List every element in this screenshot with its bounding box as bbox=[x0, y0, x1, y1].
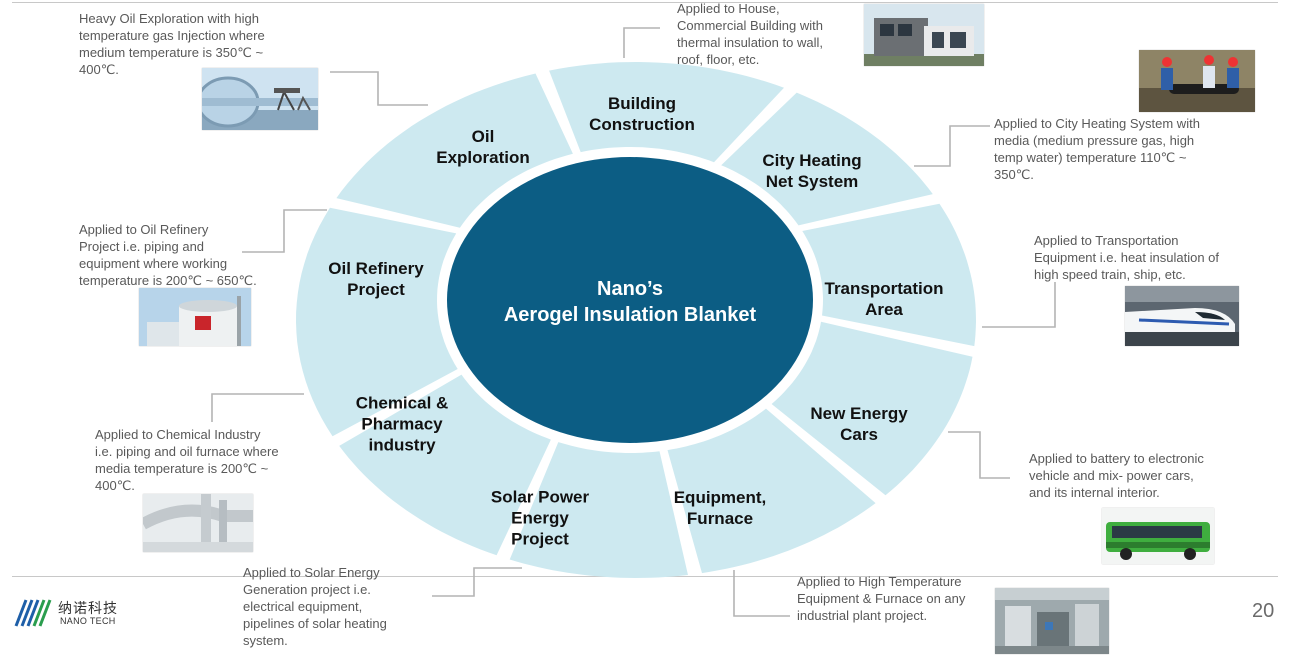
high-speed-train-photo bbox=[1125, 286, 1239, 346]
ring-segment-equipment-furnace bbox=[667, 408, 876, 574]
description-solar-power: Applied to Solar Energy Generation proje… bbox=[243, 565, 387, 648]
ring-segment-transportation bbox=[802, 203, 976, 347]
connector-solar-power bbox=[432, 567, 522, 597]
description-city-heating: Applied to City Heating System with medi… bbox=[994, 116, 1200, 182]
city-heating-workers-photo bbox=[1139, 50, 1255, 112]
connector-chemical-pharmacy bbox=[211, 393, 304, 422]
description-oil-exploration: Heavy Oil Exploration with high temperat… bbox=[79, 11, 265, 77]
segment-label-solar-power: Solar Power Energy Project bbox=[490, 487, 590, 549]
segment-label-building-construction: Building Construction bbox=[589, 94, 695, 134]
connector-oil-exploration bbox=[330, 71, 428, 106]
ring-segment-new-energy-cars bbox=[771, 321, 973, 496]
company-logo: 纳诺科技 NANO TECH bbox=[14, 596, 164, 632]
top-divider-line bbox=[12, 2, 1278, 3]
ring-segment-oil-exploration bbox=[336, 73, 573, 228]
ring-segment-city-heating bbox=[721, 92, 933, 226]
segment-label-oil-exploration: Oil Exploration bbox=[436, 127, 530, 167]
description-transportation: Applied to Transportation Equipment i.e.… bbox=[1034, 233, 1220, 282]
segment-label-oil-refinery: Oil Refinery Project bbox=[328, 259, 424, 299]
logo-english-name: NANO TECH bbox=[60, 616, 116, 626]
outer-ring bbox=[296, 62, 976, 578]
ring-segment-solar-power bbox=[509, 442, 688, 578]
description-building-construction: Applied to House, Commercial Building wi… bbox=[677, 1, 823, 67]
connector-new-energy-cars bbox=[948, 431, 1010, 479]
segment-label-city-heating: City Heating Net System bbox=[762, 151, 862, 191]
nano-tech-logo-icon bbox=[14, 599, 52, 627]
modern-building-photo bbox=[864, 4, 984, 66]
segment-label-equipment-furnace: Equipment, Furnace bbox=[673, 488, 767, 528]
connector-transportation bbox=[982, 282, 1056, 328]
connector-lines bbox=[211, 27, 1056, 617]
chemical-pipes-photo bbox=[143, 494, 253, 552]
segment-label-transportation: Transportation Area bbox=[824, 279, 944, 319]
page-number: 20 bbox=[1252, 600, 1275, 622]
connector-city-heating bbox=[914, 125, 990, 167]
electric-bus-photo bbox=[1102, 508, 1214, 564]
description-oil-refinery: Applied to Oil Refinery Project i.e. pip… bbox=[79, 222, 257, 288]
description-chemical-pharmacy: Applied to Chemical Industry i.e. piping… bbox=[95, 427, 279, 493]
connector-oil-refinery bbox=[242, 209, 327, 253]
ring-segment-oil-refinery bbox=[296, 207, 458, 437]
refinery-tanks-photo bbox=[139, 288, 251, 346]
description-equipment-furnace: Applied to High Temperature Equipment & … bbox=[797, 574, 966, 623]
industrial-furnace-photo bbox=[995, 588, 1109, 654]
description-new-energy-cars: Applied to battery to electronic vehicle… bbox=[1029, 451, 1204, 500]
connector-building-construction bbox=[623, 27, 660, 58]
segment-label-new-energy-cars: New Energy Cars bbox=[810, 404, 908, 444]
ring-segment-building-construction bbox=[549, 62, 784, 163]
center-hub bbox=[447, 157, 813, 443]
center-title: Nano’s Aerogel Insulation Blanket bbox=[503, 278, 757, 326]
ring-segment-chemical-pharmacy bbox=[339, 374, 551, 556]
oil-pipeline-photo bbox=[202, 68, 318, 130]
logo-chinese-name: 纳诺科技 bbox=[58, 600, 118, 616]
connector-equipment-furnace bbox=[733, 570, 790, 617]
segment-label-chemical-pharmacy: Chemical & Pharmacy industry bbox=[355, 393, 449, 455]
